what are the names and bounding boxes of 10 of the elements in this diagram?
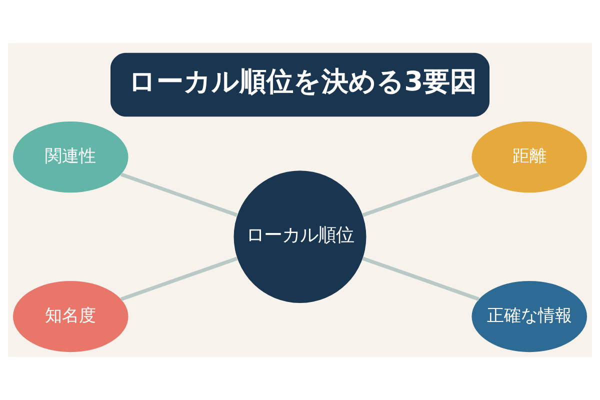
connector [120,172,238,217]
node-circle: ローカル順位 [234,170,366,304]
connector [362,172,480,217]
connector [362,256,480,301]
node-ellipse: 知名度 [12,280,128,352]
diagram-title: ローカル順位を決める3要因 [128,66,478,98]
node-ellipse: 正確な情報 [472,280,588,352]
node-ellipse: 関連性 [12,122,128,193]
connector [120,256,238,301]
node-ellipse: 距離 [472,122,588,193]
